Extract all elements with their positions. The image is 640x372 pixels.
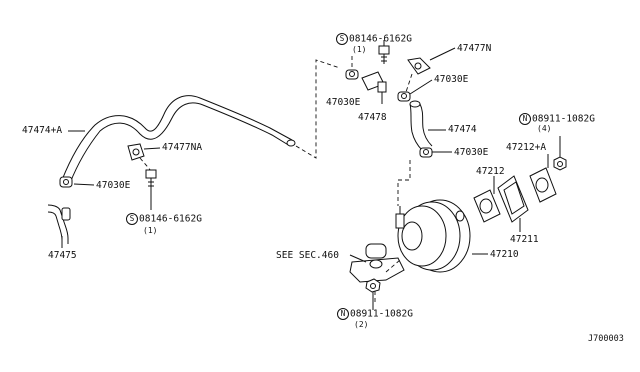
label-47477n: 47477N	[457, 43, 492, 54]
brake-booster-47210	[395, 199, 471, 273]
s-symbol-icon: S	[336, 33, 348, 45]
bolt-08146-top	[378, 45, 390, 64]
master-cylinder	[349, 243, 405, 283]
label-47474: 47474	[448, 124, 477, 135]
label-see-sec-460: SEE SEC.460	[276, 250, 339, 261]
connector-47477na	[127, 143, 161, 161]
n-symbol-icon: N	[519, 113, 531, 125]
label-47030e-left: 47030E	[96, 180, 131, 191]
label-47212: 47212	[476, 166, 505, 177]
clamp-47030e-top	[397, 91, 411, 102]
label-47477na: 47477NA	[162, 142, 203, 153]
nut-08911-top	[553, 156, 567, 171]
hose-47474	[409, 100, 433, 151]
label-47030e-top: 47030E	[434, 74, 469, 85]
bracket-47477n	[407, 57, 431, 75]
label-47212a: 47212+A	[506, 142, 547, 153]
s-symbol-icon: S	[126, 213, 138, 225]
qty-08911-bottom: (2)	[354, 320, 369, 329]
spacer-47211	[497, 175, 529, 223]
hose-47475	[47, 204, 71, 248]
label-47478: 47478	[358, 112, 387, 123]
label-47030e-right: 47030E	[454, 147, 489, 158]
bolt-08146-left	[145, 169, 157, 190]
label-47210: 47210	[490, 249, 519, 260]
label-47474a: 47474+A	[22, 125, 63, 136]
clamp-47030e-right	[419, 147, 433, 158]
qty-08146-left: (1)	[143, 226, 158, 235]
check-valve-47478	[361, 71, 387, 104]
qty-08146-top: (1)	[352, 45, 367, 54]
hose-47474a	[61, 95, 296, 184]
label-47030e-mid: 47030E	[326, 97, 361, 108]
clamp-47030e-left	[59, 176, 73, 188]
gasket-47212	[473, 189, 501, 223]
clamp-47030e-mid	[345, 69, 359, 80]
label-47475: 47475	[48, 250, 77, 261]
diagram-code: J700003	[588, 334, 624, 344]
n-symbol-icon: N	[337, 308, 349, 320]
qty-08911-top: (4)	[537, 124, 552, 133]
gasket-47212a	[529, 167, 557, 203]
label-47211: 47211	[510, 234, 539, 245]
nut-08911-bottom	[365, 278, 381, 293]
